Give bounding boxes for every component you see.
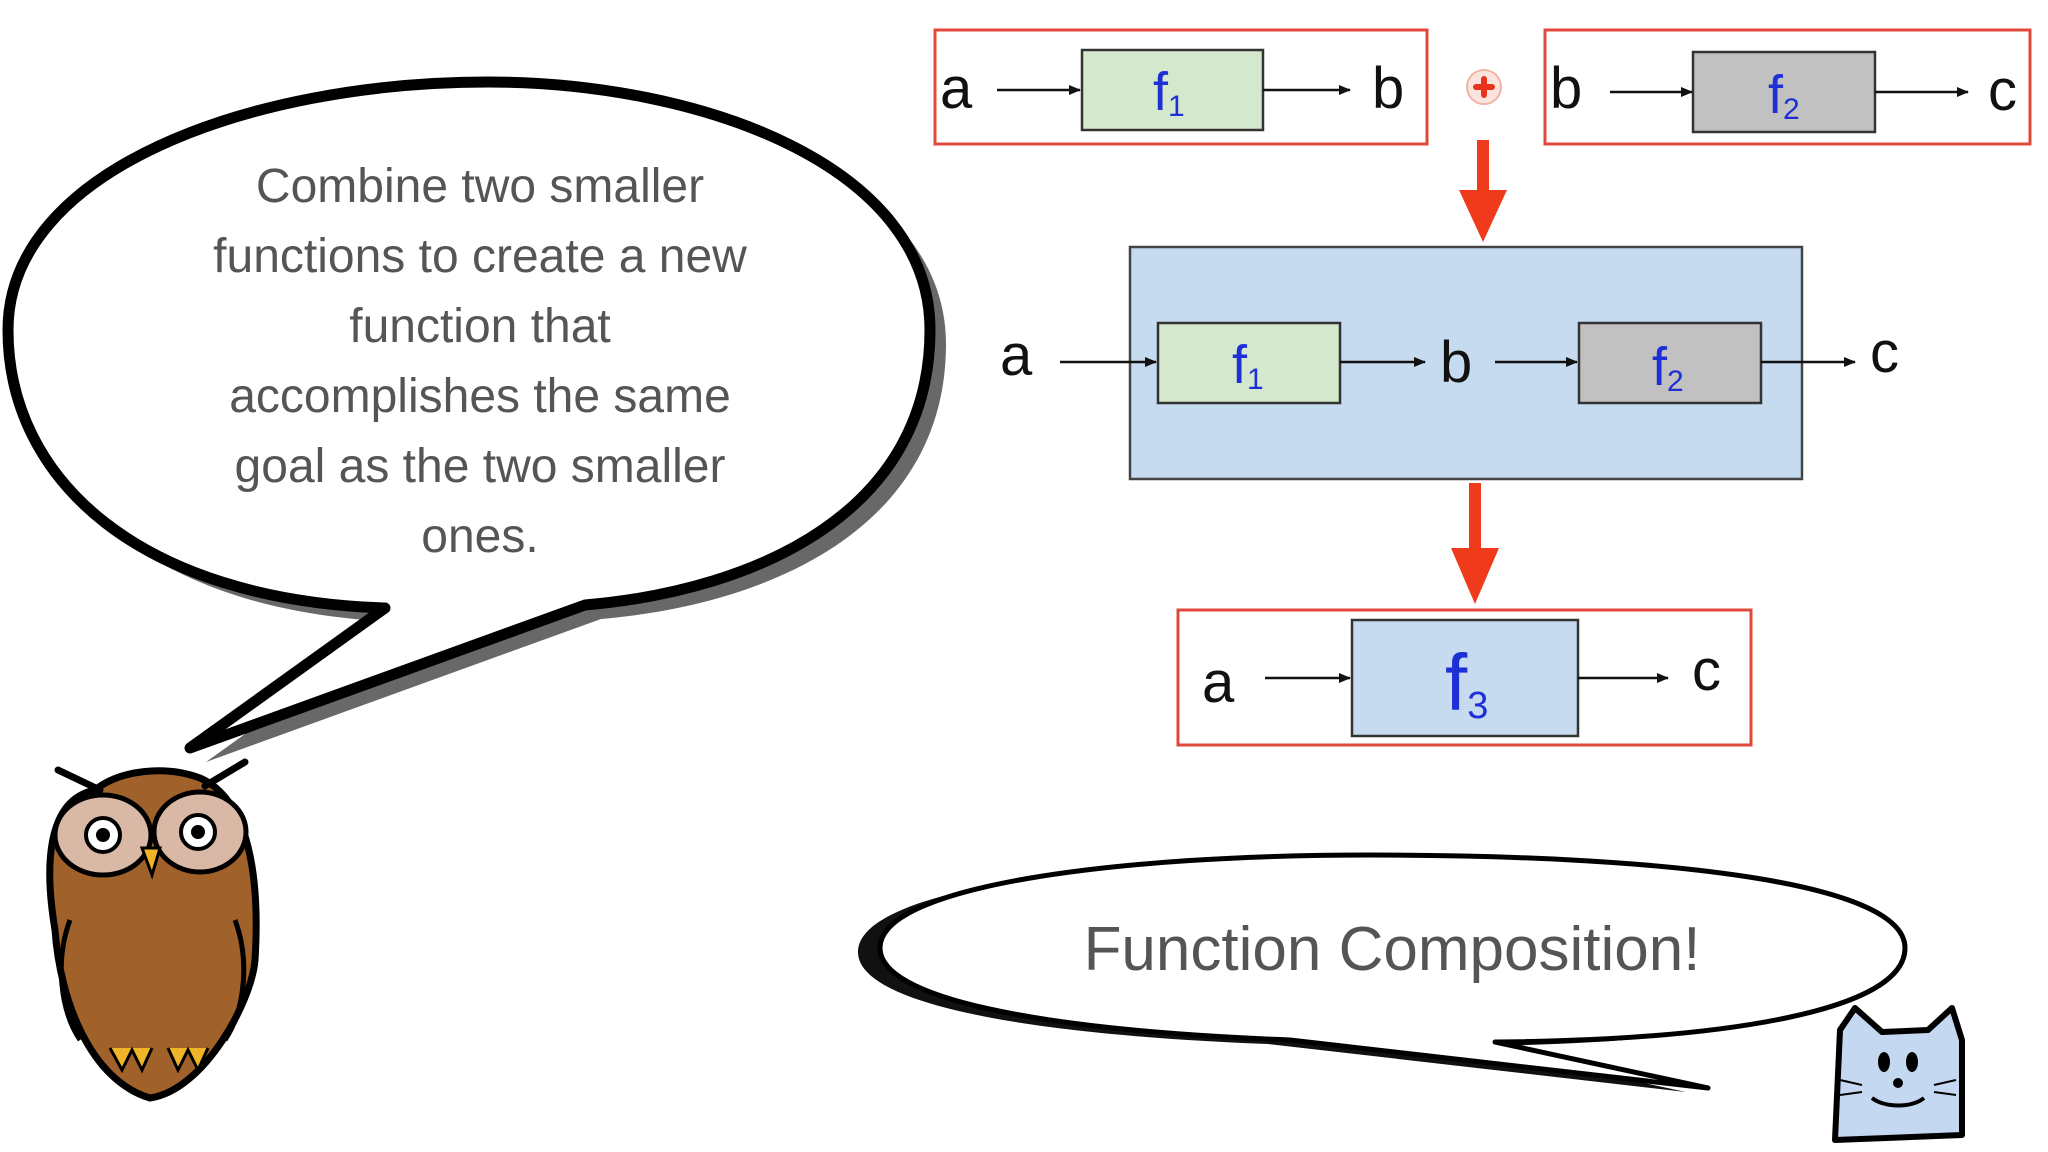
f2-input-label: b bbox=[1550, 56, 1582, 121]
combined-f2-block bbox=[1577, 321, 1763, 405]
composition-diagram: a f1 b b f2 c a bbox=[933, 28, 2032, 747]
combined-group: a f1 b f2 c bbox=[1000, 245, 1899, 481]
combined-middle-label: b bbox=[1440, 330, 1472, 395]
result-input-label: a bbox=[1202, 650, 1235, 715]
box-f2-group: b f2 c bbox=[1543, 28, 2032, 146]
f1-block bbox=[1080, 48, 1265, 132]
owl-speech-bubble: Combine two smaller functions to create … bbox=[2, 76, 946, 762]
f1-input-label: a bbox=[940, 56, 973, 121]
cat-speech-bubble: Function Composition! bbox=[858, 852, 1908, 1092]
red-frame-f2 bbox=[1543, 28, 2032, 146]
cat-icon bbox=[1832, 1005, 1965, 1143]
owl-speech-line-5: goal as the two smaller bbox=[235, 440, 726, 493]
red-frame-f1 bbox=[933, 28, 1429, 146]
owl-speech-line-1: Combine two smaller bbox=[256, 160, 704, 213]
down-arrow-1-icon bbox=[1459, 140, 1507, 242]
box-f1-group: a f1 b bbox=[933, 28, 1429, 146]
f2-output-label: c bbox=[1988, 58, 2017, 123]
f3-func: f3 bbox=[1445, 638, 1488, 727]
result-group: a f3 c bbox=[1176, 608, 1753, 747]
combined-f1-func: f1 bbox=[1232, 335, 1264, 396]
owl-speech-line-4: accomplishes the same bbox=[229, 370, 731, 423]
f2-block bbox=[1691, 50, 1877, 134]
combined-f2-func: f2 bbox=[1652, 337, 1684, 398]
f1-func: f1 bbox=[1153, 62, 1185, 123]
red-frame-f3 bbox=[1176, 608, 1753, 747]
owl-speech-line-6: ones. bbox=[421, 510, 538, 563]
plus-icon bbox=[1466, 69, 1502, 105]
result-output-label: c bbox=[1692, 638, 1721, 703]
f1-output-label: b bbox=[1372, 56, 1404, 121]
owl-speech-line-3: function that bbox=[349, 300, 611, 353]
f3-block bbox=[1350, 618, 1580, 738]
down-arrow-2-icon bbox=[1451, 483, 1499, 604]
owl-icon bbox=[46, 758, 260, 1102]
combined-input-label: a bbox=[1000, 323, 1033, 388]
combined-output-label: c bbox=[1870, 320, 1899, 385]
cat-speech-text: Function Composition! bbox=[1084, 915, 1701, 984]
f2-func: f2 bbox=[1768, 65, 1800, 126]
owl-speech-line-2: functions to create a new bbox=[213, 230, 747, 283]
